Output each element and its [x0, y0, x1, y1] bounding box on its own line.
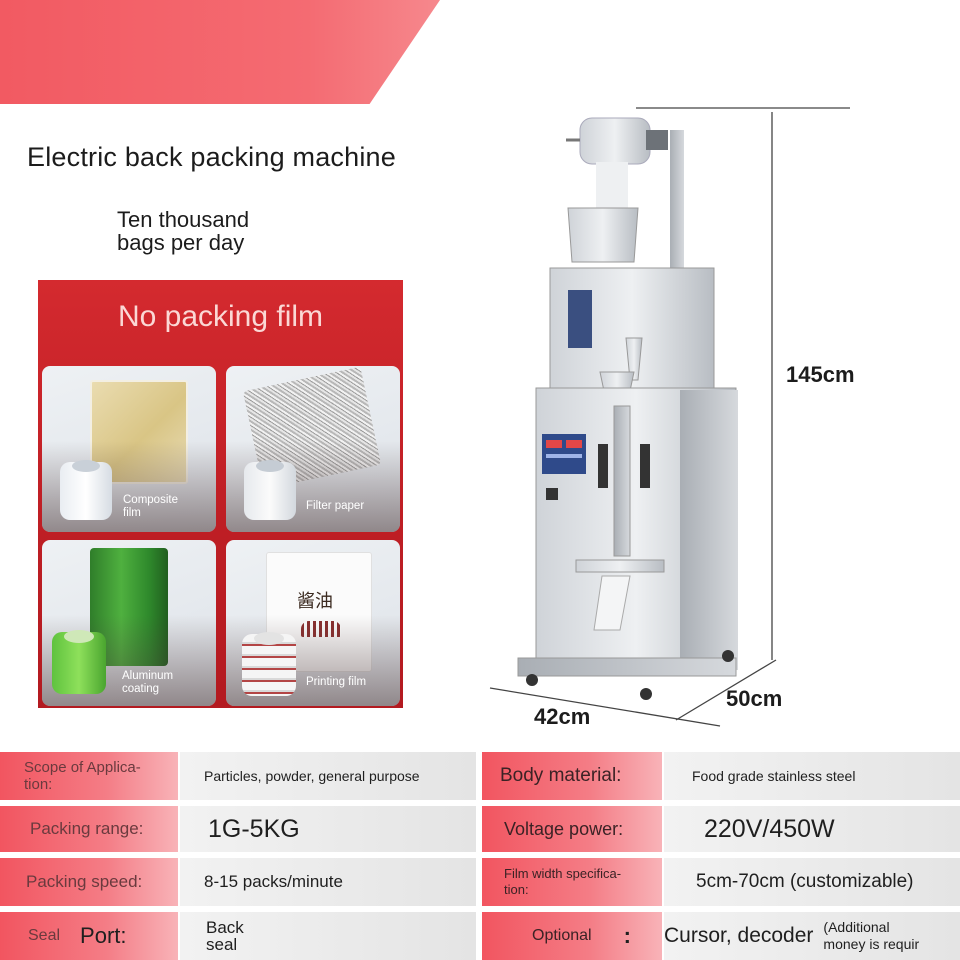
spec-value-seal-line-2: seal — [206, 935, 238, 954]
film-card-aluminum: Aluminum coating — [42, 540, 216, 706]
spec-value-packing-speed: 8-15 packs/minute — [180, 858, 476, 906]
spec-value-body-material: Food grade stainless steel — [664, 752, 960, 800]
spec-label-packing-speed: Packing speed: — [0, 858, 178, 906]
film-card-filter-paper: Filter paper — [226, 366, 400, 532]
printing-bag-text: 酱油 — [297, 591, 333, 612]
film-panel-title: No packing film — [117, 300, 324, 333]
film-label-filter-paper: Filter paper — [306, 500, 364, 513]
spec-label-film-width-line-1: Film width specifica- — [504, 866, 622, 881]
page-title: Electric back packing machine — [27, 142, 396, 172]
spec-label-seal: Seal — [28, 927, 61, 944]
top-banner — [0, 0, 440, 104]
film-label-line-1: Printing film — [306, 676, 367, 688]
aluminum-roll-core — [64, 630, 94, 643]
spec-label-optional-text: Optional — [532, 927, 592, 944]
depth-dimension: 50cm — [726, 686, 783, 711]
spec-label-voltage-power: Voltage power: — [482, 806, 662, 852]
film-label-line-1: Composite — [123, 494, 178, 506]
filter-roll-core — [256, 460, 284, 472]
width-dimension: 42cm — [534, 704, 591, 729]
spec-value-packing-range: 1G-5KG — [180, 806, 476, 852]
printing-roll-core — [254, 632, 284, 645]
height-dimension: 145cm — [786, 362, 855, 387]
spec-value-seal-line-1: Back — [206, 918, 244, 937]
spec-note-line-1: (Additional — [823, 919, 890, 935]
capacity-text: Ten thousand bags per day — [117, 208, 317, 254]
spec-label-seal-port: Seal Port: — [0, 912, 178, 960]
spec-value-optional-note: (Additional money is requir — [823, 919, 919, 953]
spec-value-seal-port: Back seal — [180, 912, 476, 960]
spec-label-packing-range: Packing range: — [0, 806, 178, 852]
spec-value-voltage-power: 220V/450W — [664, 806, 960, 852]
spec-value-film-width: 5cm-70cm (customizable) — [664, 858, 960, 906]
film-label-printing: Printing film — [306, 676, 366, 689]
spec-label-scope-line-1: Scope of Applica- — [24, 759, 141, 776]
film-types-panel: No packing film Composite film Filter pa… — [38, 280, 403, 708]
film-label-composite: Composite film — [123, 494, 178, 520]
spec-label-port: Port: — [80, 923, 127, 948]
spec-label-film-width: Film width specifica- tion: — [482, 858, 662, 906]
capacity-line-2: bags per day — [117, 230, 245, 255]
spec-value-optional: Cursor, decoder (Additional money is req… — [664, 912, 960, 960]
film-label-aluminum: Aluminum coating — [122, 670, 173, 696]
film-card-composite: Composite film — [42, 366, 216, 532]
spec-label-scope-line-2: tion: — [24, 776, 53, 793]
spec-value-scope: Particles, powder, general purpose — [180, 752, 476, 800]
machine-illustration: 145cm 50cm 42cm — [480, 90, 960, 730]
spec-label-body-material: Body material: — [482, 752, 662, 800]
composite-roll-core — [72, 460, 100, 472]
spec-label-optional: Optional : — [482, 912, 662, 960]
spec-label-optional-colon: : — [623, 923, 631, 948]
machine-drawing — [489, 107, 850, 727]
film-label-line-1: Aluminum — [122, 670, 174, 682]
spec-table: Scope of Applica- tion: Particles, powde… — [0, 752, 960, 960]
capacity-line-1: Ten thousand — [117, 207, 250, 232]
spec-label-film-width-line-2: tion: — [504, 882, 529, 897]
spec-note-line-2: money is requir — [823, 936, 920, 952]
spec-value-optional-text: Cursor, decoder — [664, 924, 814, 947]
spec-label-scope: Scope of Applica- tion: — [0, 752, 178, 800]
film-label-line-1: Filter paper — [306, 500, 365, 512]
film-card-printing: 酱油 Printing film — [226, 540, 400, 706]
film-label-line-2: coating — [122, 683, 160, 695]
film-label-line-2: film — [123, 507, 141, 519]
